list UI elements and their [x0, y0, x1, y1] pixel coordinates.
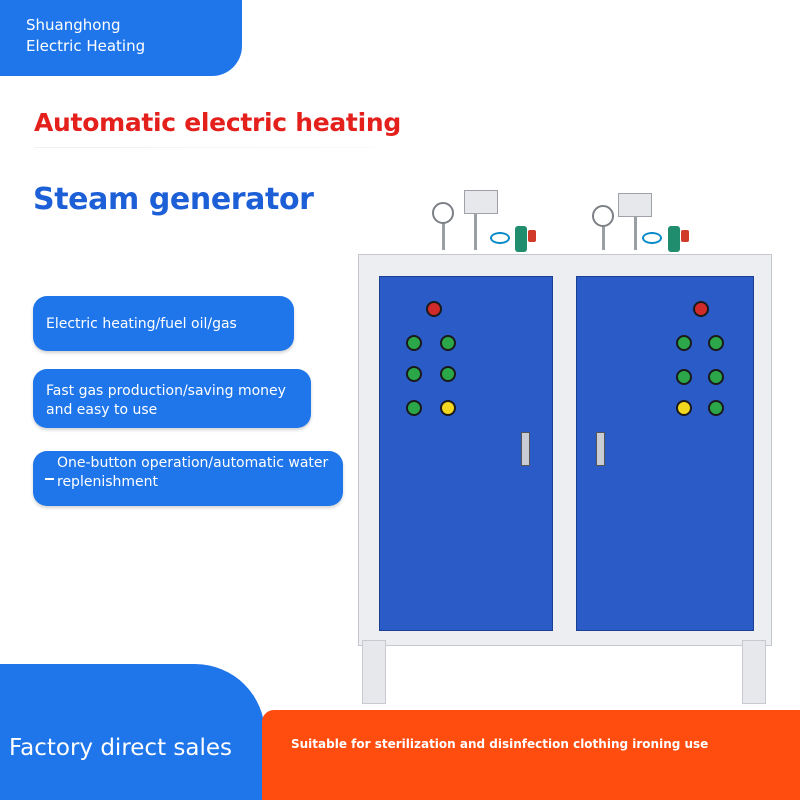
usage-label: Suitable for sterilization and disinfect… [291, 737, 709, 751]
pressure-gauge-icon [432, 202, 454, 224]
pipe [442, 218, 445, 250]
indicator-light-green [676, 335, 692, 351]
feature-badge-efficiency: Fast gas production/saving money and eas… [33, 369, 311, 428]
coil-icon [642, 232, 662, 244]
indicator-light-red [426, 301, 442, 317]
brand-name: Shuanghong [26, 16, 121, 34]
feature-text: Fast gas production/saving money and eas… [46, 383, 286, 418]
indicator-light-green [440, 335, 456, 351]
headline-divider [34, 147, 374, 148]
cabinet-door-right [576, 276, 754, 631]
pressure-switch-icon [618, 193, 652, 217]
feature-text: One-button operation/automatic water rep… [57, 455, 329, 490]
indicator-light-yellow [440, 400, 456, 416]
door-handle [596, 432, 605, 466]
door-handle [521, 432, 530, 466]
brand-tagline: Electric Heating [26, 37, 146, 55]
coil-icon [490, 232, 510, 244]
feature-badge-fuel: Electric heating/fuel oil/gas [33, 296, 294, 351]
indicator-light-yellow [676, 400, 692, 416]
indicator-light-green [406, 366, 422, 382]
indicator-light-green [708, 400, 724, 416]
valve-lever-icon [528, 230, 536, 242]
cabinet-leg [362, 640, 386, 704]
pipe [474, 212, 477, 250]
indicator-light-green [708, 335, 724, 351]
product-title: Steam generator [33, 182, 314, 217]
feature-text: Electric heating/fuel oil/gas [46, 316, 237, 332]
valve-lever-icon [681, 230, 689, 242]
safety-valve-icon [515, 226, 527, 252]
indicator-light-green [440, 366, 456, 382]
indicator-light-green [676, 369, 692, 385]
safety-valve-icon [668, 226, 680, 252]
cabinet-leg [742, 640, 766, 704]
pressure-switch-icon [464, 190, 498, 214]
footer-right-banner [262, 710, 800, 800]
feature-badge-operation: One-button operation/automatic water rep… [33, 451, 343, 506]
indicator-light-red [693, 301, 709, 317]
dash-mark [45, 478, 54, 480]
headline: Automatic electric heating [34, 108, 401, 137]
footer-left-banner [0, 664, 265, 800]
indicator-light-green [708, 369, 724, 385]
brand-tab: Shuanghong Electric Heating [0, 0, 242, 76]
indicator-light-green [406, 335, 422, 351]
pipe [602, 218, 605, 250]
indicator-light-green [406, 400, 422, 416]
pipe [634, 212, 637, 250]
factory-sales-label: Factory direct sales [9, 735, 232, 761]
pressure-gauge-icon [592, 205, 614, 227]
